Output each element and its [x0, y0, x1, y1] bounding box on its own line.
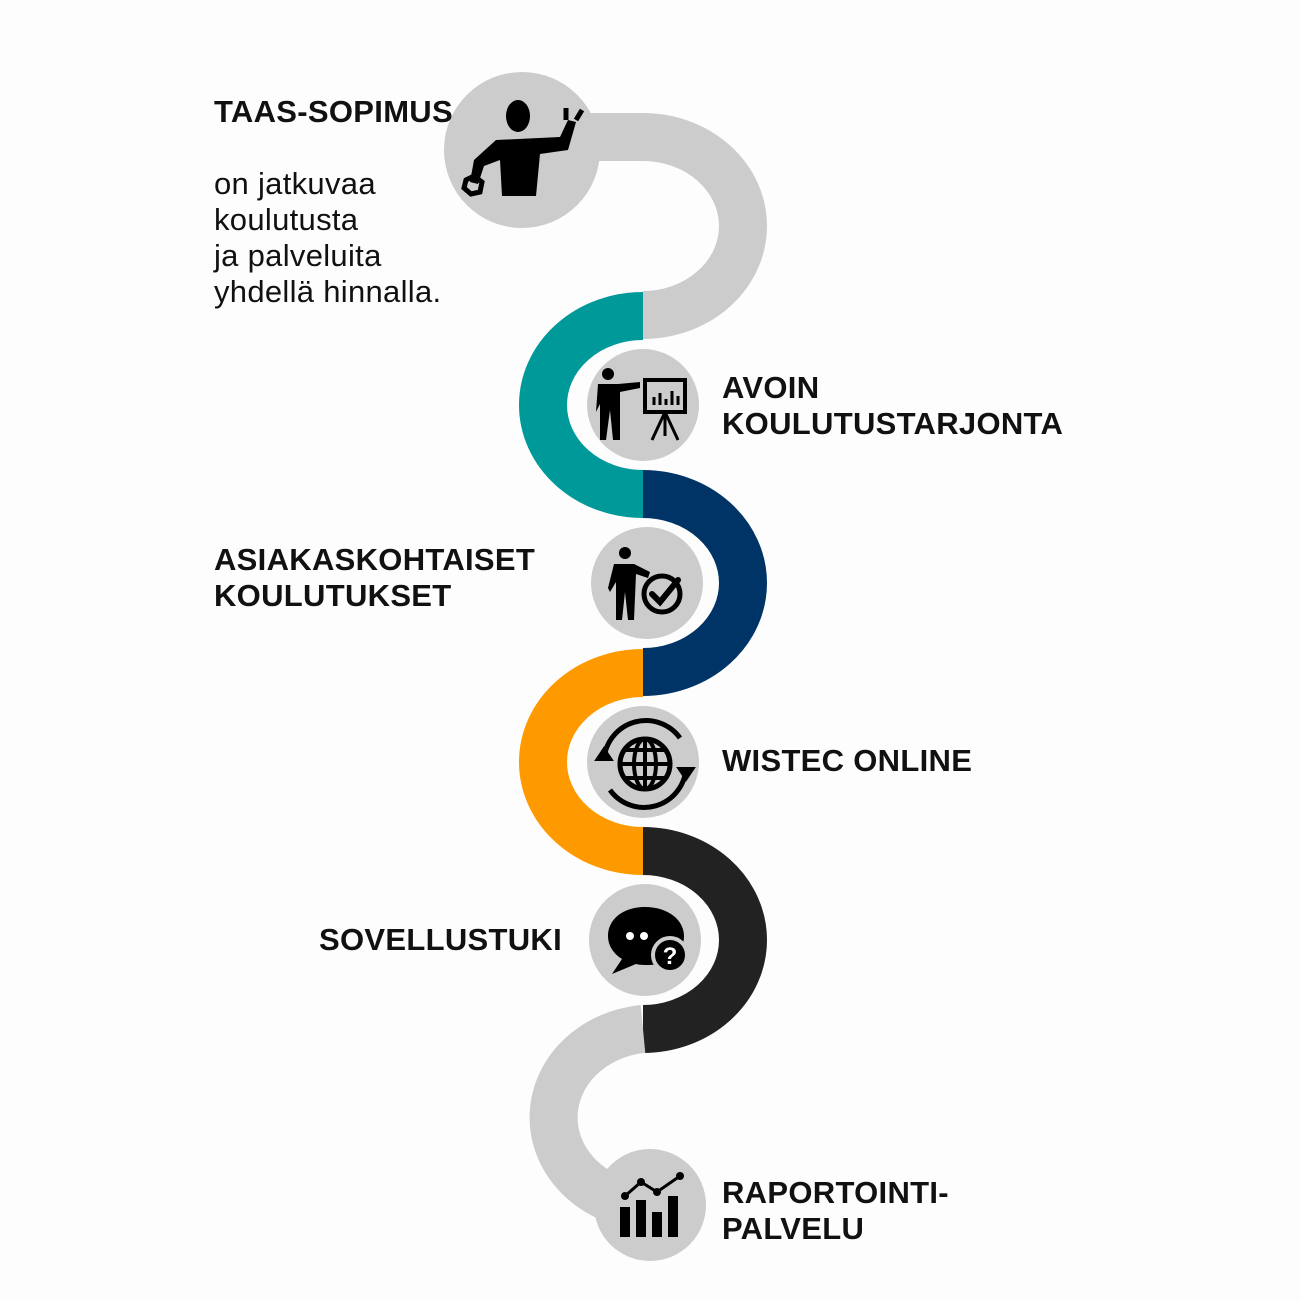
step-4-title: WISTEC ONLINE [722, 743, 973, 778]
path-segment-teal [519, 292, 644, 518]
step-5-title: SOVELLUSTUKI [319, 922, 563, 957]
step-1-subtitle: on jatkuvaa koulutusta ja palveluita yhd… [214, 166, 442, 309]
path-segment-black [642, 827, 767, 1053]
person-checkmark-icon [608, 547, 683, 620]
chat-question-icon: ? [608, 907, 689, 974]
path-segment-orange [519, 649, 644, 875]
globe-refresh-icon [594, 718, 696, 810]
step-circle-6 [594, 1149, 706, 1261]
step-1-label: TAAS-SOPIMUS on jatkuvaa koulutusta ja p… [214, 58, 453, 346]
path-segment-navy [642, 470, 767, 696]
step-1-title: TAAS-SOPIMUS [214, 94, 453, 129]
bar-chart-trend-icon [620, 1172, 684, 1237]
step-2-title: AVOIN KOULUTUSTARJONTA [722, 370, 1064, 441]
technician-wrench-icon [461, 100, 585, 197]
svg-text:?: ? [663, 943, 678, 970]
step-6-title: RAPORTOINTI- PALVELU [722, 1175, 949, 1246]
presenter-chart-icon [596, 368, 687, 441]
path-segment-gray-top [560, 113, 767, 339]
step-3-title: ASIAKASKOHTAISET KOULUTUKSET [214, 542, 536, 613]
